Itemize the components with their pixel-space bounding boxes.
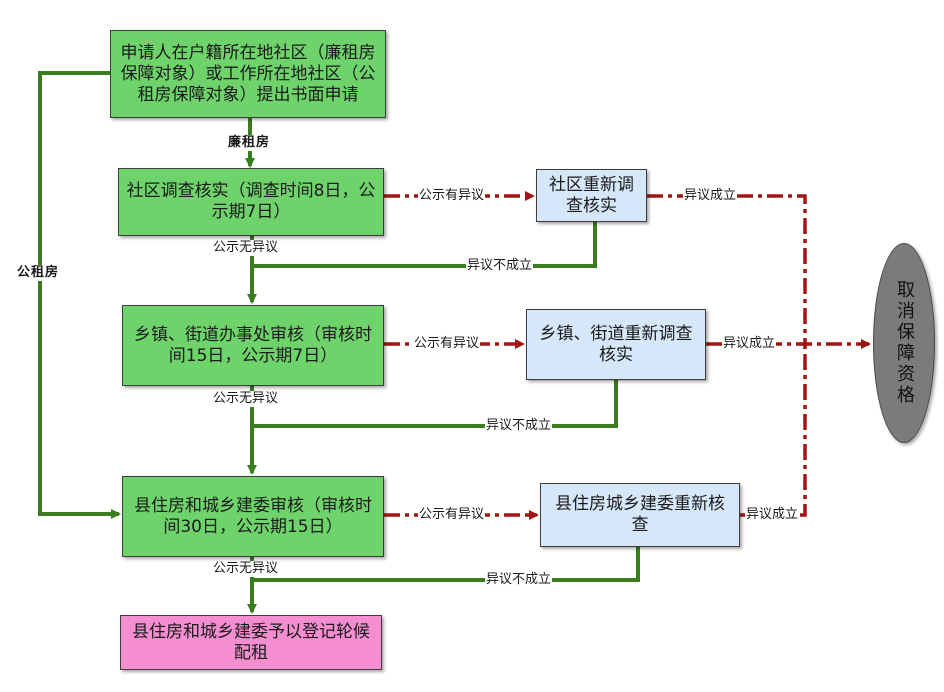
- label-upheld-1: 异议成立: [683, 188, 738, 204]
- label-objection-2: 公示有异议: [413, 336, 481, 352]
- label-no-objection-3: 公示无异议: [212, 561, 280, 577]
- node-town-review: 乡镇、街道办事处审核（审核时间15日，公示期7日）: [122, 305, 384, 386]
- arrow-county-rejected: [252, 547, 640, 582]
- node-cancel-text: 取消保障资格: [894, 280, 915, 406]
- node-cancel: 取消保障资格: [873, 243, 935, 443]
- label-rejected-3: 异议不成立: [485, 572, 553, 588]
- arrow-upheld-3: [740, 344, 807, 517]
- node-town-recheck: 乡镇、街道重新调查核实: [526, 309, 706, 380]
- node-community-check: 社区调查核实（调查时间8日，公示期7日）: [118, 168, 384, 236]
- label-no-objection-1: 公示无异议: [212, 240, 280, 256]
- node-county-review: 县住房和城乡建委审核（审核时间30日，公示期15日）: [122, 476, 384, 557]
- label-lianzu: 廉租房: [227, 135, 272, 151]
- label-rejected-1: 异议不成立: [466, 258, 534, 274]
- label-rejected-2: 异议不成立: [485, 418, 553, 434]
- label-objection-1: 公示有异议: [418, 188, 486, 204]
- node-register: 县住房和城乡建委予以登记轮候配租: [120, 615, 382, 670]
- node-apply: 申请人在户籍所在地社区（廉租房保障对象）或工作所在地社区（公租房保障对象）提出书…: [110, 30, 386, 118]
- label-gongzu: 公租房: [16, 265, 61, 281]
- arrow-community-rejected: [252, 222, 597, 268]
- arrow-town-rejected: [252, 380, 618, 428]
- label-objection-3: 公示有异议: [418, 507, 486, 523]
- node-county-recheck: 县住房城乡建委重新核查: [540, 483, 740, 547]
- arrow-gongzu-bypass: [38, 71, 121, 519]
- node-community-recheck: 社区重新调查核实: [536, 169, 647, 222]
- label-no-objection-2: 公示无异议: [212, 391, 280, 407]
- label-upheld-3: 异议成立: [745, 507, 800, 523]
- label-upheld-2: 异议成立: [722, 336, 777, 352]
